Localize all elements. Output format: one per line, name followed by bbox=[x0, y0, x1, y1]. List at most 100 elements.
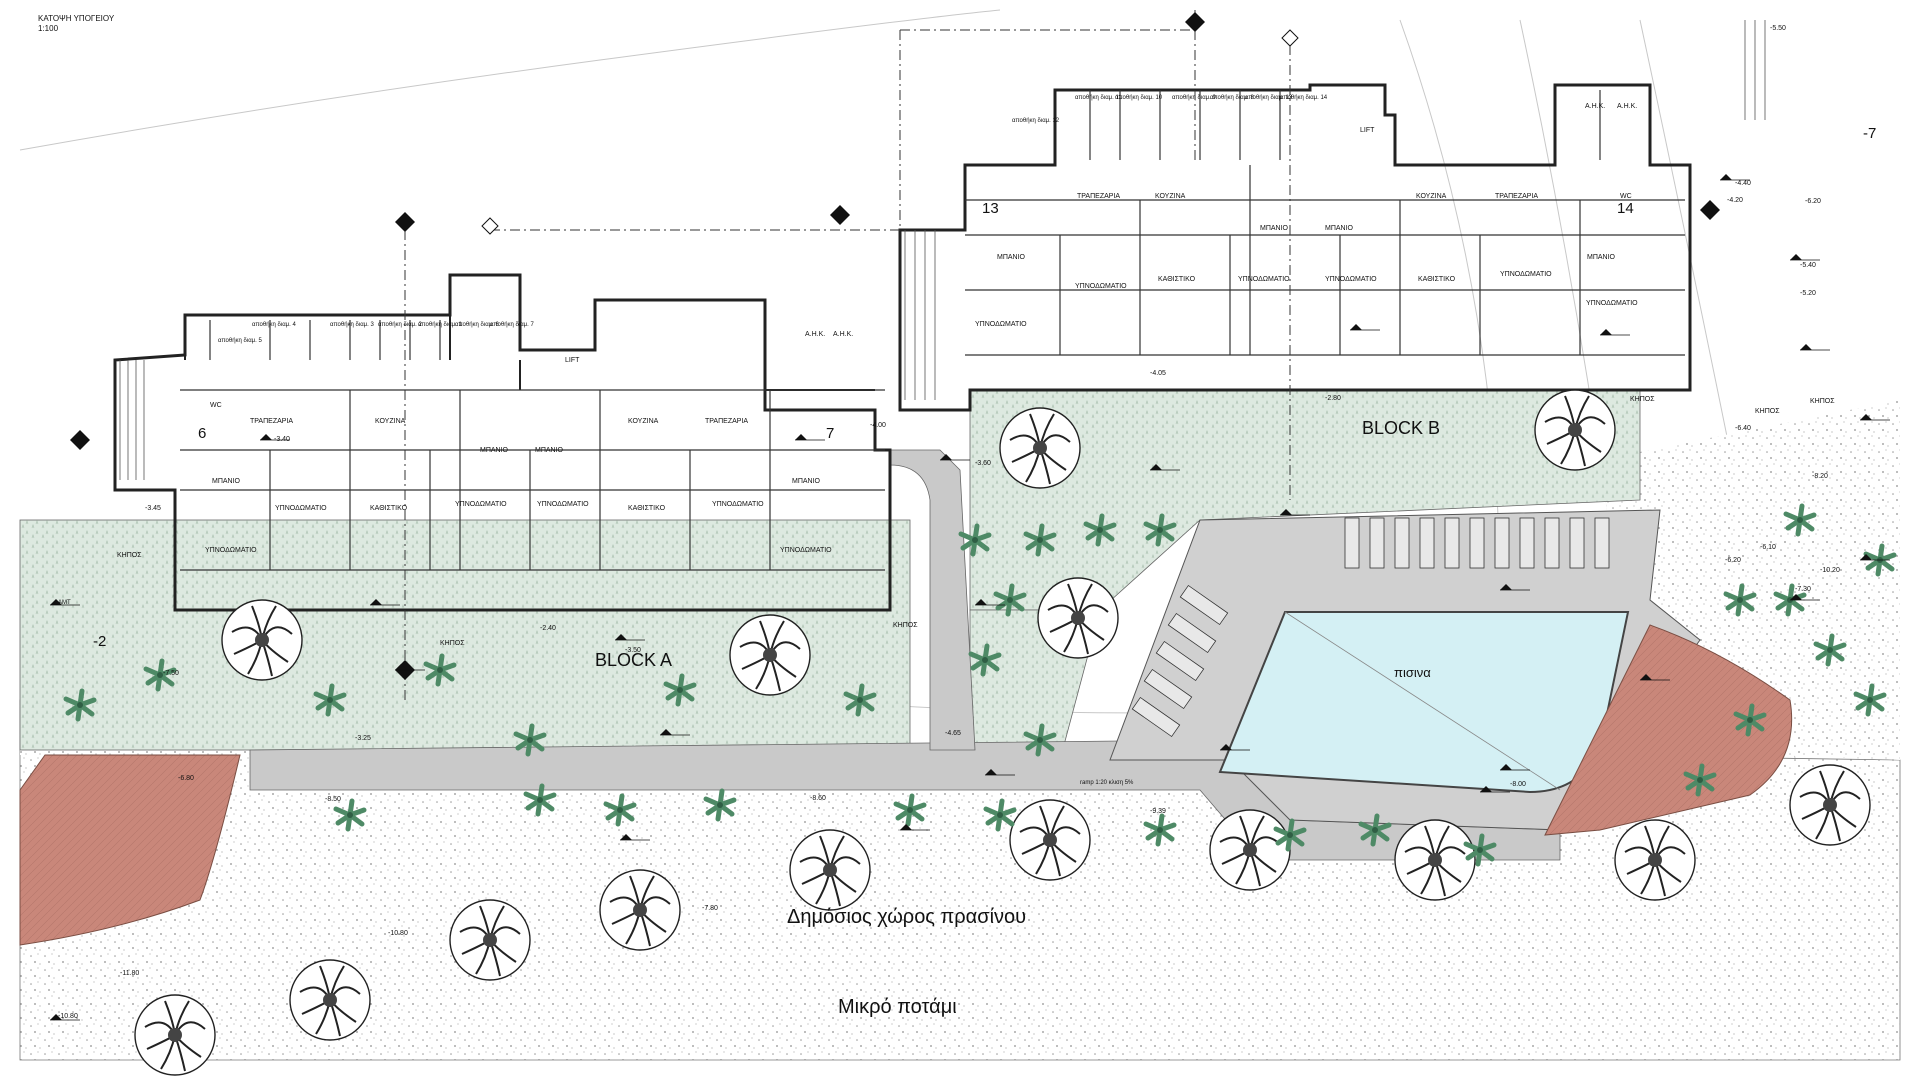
room-label-bath: ΜΠΑΝΙΟ bbox=[212, 478, 240, 485]
level-label: -8.00 bbox=[1510, 781, 1526, 788]
block-a-label: BLOCK A bbox=[595, 650, 673, 670]
level-label: -3.50 bbox=[625, 647, 641, 654]
room-label-kitchen: ΚΟΥΖΙΝΑ bbox=[1416, 193, 1447, 200]
level-label: -3.45 bbox=[145, 505, 161, 512]
storage-label: αποθήκη διαμ. 5 bbox=[218, 338, 262, 344]
room-label-bedroom: ΥΠΝΟΔΩΜΑΤΙΟ bbox=[455, 501, 507, 508]
room-label-bath: ΜΠΑΝΙΟ bbox=[997, 254, 1025, 261]
public-green-label: Δημόσιος χώρος πρασίνου bbox=[787, 906, 1027, 928]
level-label: -11.80 bbox=[120, 970, 140, 977]
room-label-ahk: Α.Η.Κ. bbox=[1617, 103, 1638, 110]
room-label-bedroom: ΥΠΝΟΔΩΜΑΤΙΟ bbox=[275, 505, 327, 512]
room-label-lift: LIFT bbox=[565, 357, 580, 364]
room-label-living: ΚΑΘΙΣΤΙΚΟ bbox=[370, 505, 408, 512]
level-label: -6.20 bbox=[1805, 198, 1821, 205]
drawing-title: ΚΑΤΟΨΗ ΥΠΟΓΕΙΟΥ bbox=[38, 14, 115, 23]
room-label-bedroom: ΥΠΝΟΔΩΜΑΤΙΟ bbox=[205, 547, 257, 554]
level-label: -4.00 bbox=[870, 422, 886, 429]
axis-markers bbox=[70, 12, 1720, 680]
room-label-living: ΚΑΘΙΣΤΙΚΟ bbox=[628, 505, 666, 512]
block-a-building bbox=[113, 273, 892, 612]
room-label-wc: WC bbox=[210, 402, 222, 409]
level-label: -6.80 bbox=[178, 775, 194, 782]
storage-label: αποθήκη διαμ. 9 bbox=[1172, 95, 1216, 101]
room-label-bedroom: ΥΠΝΟΔΩΜΑΤΙΟ bbox=[1325, 276, 1377, 283]
sun-loungers bbox=[1131, 517, 1610, 738]
level-label: -10.80 bbox=[388, 930, 408, 937]
level-label: -5.20 bbox=[1800, 290, 1816, 297]
room-label-bedroom: ΥΠΝΟΔΩΜΑΤΙΟ bbox=[1586, 300, 1638, 307]
unit-number: 14 bbox=[1617, 200, 1634, 217]
pool-diagonal bbox=[1284, 611, 1561, 791]
room-label-bedroom: ΥΠΝΟΔΩΜΑΤΙΟ bbox=[712, 501, 764, 508]
level-label: -6.20 bbox=[1725, 557, 1741, 564]
level-label: -2.80 bbox=[1325, 395, 1341, 402]
river-label: Μικρό ποτάμι bbox=[838, 996, 957, 1018]
storage-label: αποθήκη διαμ. 3 bbox=[330, 322, 374, 328]
level-label: -8.60 bbox=[810, 795, 826, 802]
unit-number: 7 bbox=[826, 425, 835, 442]
level-label: -10.20 bbox=[1820, 567, 1840, 574]
drawing-scale: 1:100 bbox=[38, 24, 59, 33]
room-label-dining: ΤΡΑΠΕΖΑΡΙΑ bbox=[705, 418, 749, 425]
axis-mark: -7 bbox=[1863, 125, 1877, 142]
level-label: -3.25 bbox=[355, 735, 371, 742]
block-b-label: BLOCK B bbox=[1362, 418, 1441, 438]
block-b-interior bbox=[965, 90, 1685, 356]
block-b-building bbox=[898, 83, 1692, 412]
room-label-ahk: Α.Η.Κ. bbox=[805, 331, 826, 338]
room-label-kitchen: ΚΟΥΖΙΝΑ bbox=[375, 418, 406, 425]
unit-number: 13 bbox=[982, 200, 999, 217]
stairs bbox=[119, 20, 1766, 480]
room-label-ahk: Α.Η.Κ. bbox=[1585, 103, 1606, 110]
storage-label: αποθήκη διαμ. 6 bbox=[455, 322, 499, 328]
storage-label: αποθήκη διαμ. 14 bbox=[1280, 95, 1328, 101]
level-label: -5.50 bbox=[1770, 25, 1786, 32]
paved-ramp bbox=[889, 449, 976, 751]
level-label: -4.65 bbox=[945, 730, 961, 737]
room-label-bath: ΜΠΑΝΙΟ bbox=[535, 447, 563, 454]
garden-label: ΚΗΠΟΣ bbox=[117, 552, 142, 559]
level-label: -4.20 bbox=[1727, 197, 1743, 204]
deck-right bbox=[1544, 624, 1793, 836]
storage-label: αποθήκη διαμ. 2 bbox=[378, 322, 422, 328]
level-label: -3.40 bbox=[274, 436, 290, 443]
room-label-living: ΚΑΘΙΣΤΙΚΟ bbox=[1418, 276, 1456, 283]
level-label: -5.40 bbox=[1800, 262, 1816, 269]
level-label: -4.40 bbox=[1735, 180, 1751, 187]
level-label: -6.10 bbox=[1760, 544, 1776, 551]
room-label-dining: ΤΡΑΠΕΖΑΡΙΑ bbox=[250, 418, 294, 425]
garden-label: ΚΗΠΟΣ bbox=[440, 640, 465, 647]
level-label: -9.39 bbox=[1150, 808, 1166, 815]
garden-label: ΚΗΠΟΣ bbox=[893, 622, 918, 629]
room-label-bath: ΜΠΑΝΙΟ bbox=[480, 447, 508, 454]
room-label-bedroom: ΥΠΝΟΔΩΜΑΤΙΟ bbox=[1500, 271, 1552, 278]
storage-label: αποθήκη διαμ. 13 bbox=[1245, 95, 1293, 101]
room-label-bedroom: ΥΠΝΟΔΩΜΑΤΙΟ bbox=[1075, 283, 1127, 290]
unit-number: 6 bbox=[198, 425, 207, 442]
storage-label: αποθήκη διαμ. 11 bbox=[1075, 95, 1122, 101]
room-label-living: ΚΑΘΙΣΤΙΚΟ bbox=[1158, 276, 1196, 283]
axis-mark: -2 bbox=[93, 633, 107, 650]
level-label: -7.50 bbox=[163, 670, 179, 677]
level-suffix: ΑΜΤ bbox=[58, 600, 71, 606]
level-label: -10.80 bbox=[58, 1013, 78, 1020]
room-label-dining: ΤΡΑΠΕΖΑΡΙΑ bbox=[1495, 193, 1539, 200]
level-label: -4.05 bbox=[1150, 370, 1166, 377]
level-label: -7.30 bbox=[1795, 586, 1811, 593]
storage-label: αποθήκη διαμ. 1 bbox=[418, 322, 462, 328]
storage-label: αποθήκη διαμ. 10 bbox=[1115, 95, 1163, 101]
level-label: -2.40 bbox=[540, 625, 556, 632]
room-label-bath: ΜΠΑΝΙΟ bbox=[1260, 225, 1288, 232]
room-label-bath: ΜΠΑΝΙΟ bbox=[1587, 254, 1615, 261]
garden-label: ΚΗΠΟΣ bbox=[1810, 398, 1835, 405]
pool-label: πισινα bbox=[1394, 665, 1431, 680]
room-label-bedroom: ΥΠΝΟΔΩΜΑΤΙΟ bbox=[1238, 276, 1290, 283]
room-label-bath: ΜΠΑΝΙΟ bbox=[1325, 225, 1353, 232]
room-label-bedroom: ΥΠΝΟΔΩΜΑΤΙΟ bbox=[780, 547, 832, 554]
grid-axes bbox=[404, 10, 1291, 700]
storage-label: αποθήκη διαμ. 7 bbox=[490, 322, 534, 328]
room-label-bedroom: ΥΠΝΟΔΩΜΑΤΙΟ bbox=[537, 501, 589, 508]
level-label: -8.20 bbox=[1812, 473, 1828, 480]
